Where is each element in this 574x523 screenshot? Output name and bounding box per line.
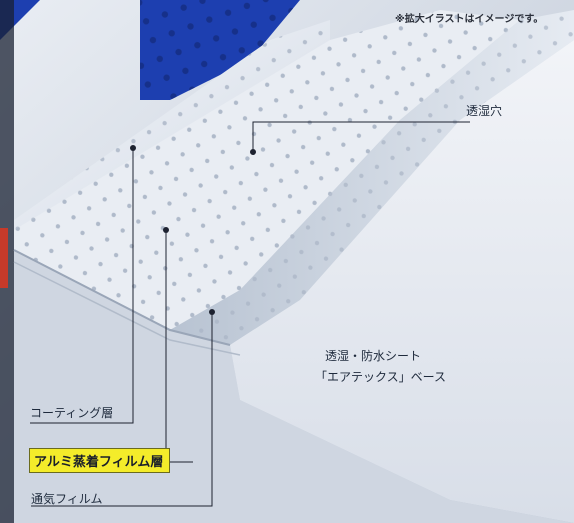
leader-pore: [252, 121, 470, 152]
leader-coating: [30, 148, 134, 424]
disclaimer-text: ※拡大イラストはイメージです。: [395, 14, 544, 25]
label-coating-layer: コーティング層: [30, 406, 114, 420]
label-pore: 透湿穴: [466, 104, 503, 118]
dot-coating: [130, 145, 136, 151]
dot-aluminum: [163, 227, 169, 233]
label-sheet-line2: 「エアテックス」ベース: [315, 370, 447, 384]
base-sheet: [230, 40, 574, 523]
dot-pore: [250, 149, 256, 155]
dot-vent: [209, 309, 215, 315]
label-sheet-line1: 透湿・防水シート: [325, 349, 422, 363]
label-vent-film: 通気フィルム: [31, 492, 103, 506]
label-aluminum-layer: アルミ蒸着フィルム層: [29, 448, 171, 473]
leader-dots: [130, 145, 256, 315]
leader-vent: [31, 312, 213, 507]
